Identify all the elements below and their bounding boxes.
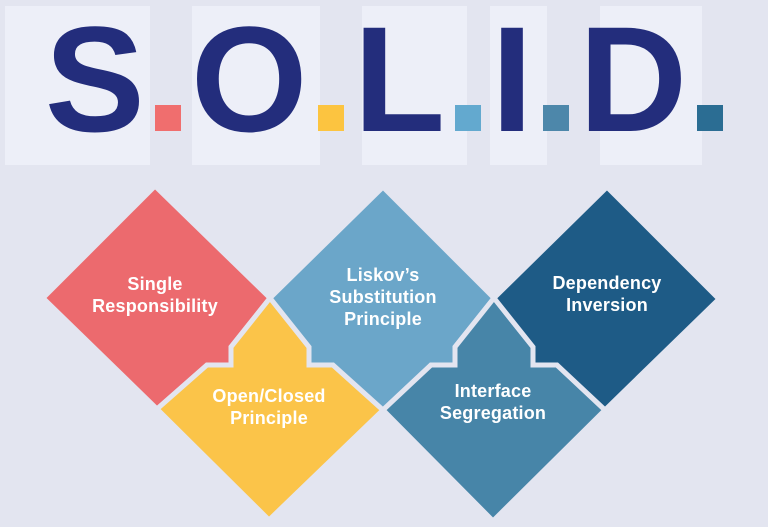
title-background-panel xyxy=(362,6,467,165)
title-letter-s: S xyxy=(44,0,145,163)
title-letter-l: L xyxy=(353,0,446,163)
label-open-closed: Open/Closed Principle xyxy=(212,386,326,428)
title-period-square-red xyxy=(154,105,181,131)
title-period-square-lightblue xyxy=(455,105,482,131)
title-background-panel xyxy=(600,6,702,165)
title-letter-i: I xyxy=(491,0,533,163)
label-dependency-inversion: Dependency Inversion xyxy=(552,273,662,315)
title-background-panel xyxy=(192,6,320,165)
title-period-square-yellow xyxy=(317,105,344,131)
title-background-panel xyxy=(5,6,150,165)
title-letter-d: D xyxy=(578,0,688,163)
diamond-dependency-inversion xyxy=(490,183,723,414)
label-interface-segregation: Interface Segregation xyxy=(439,381,547,423)
page-title: S O L I D xyxy=(0,4,768,154)
title-background-panel xyxy=(490,6,547,165)
label-single-responsibility: Single Responsibility xyxy=(92,274,218,316)
label-liskov-substitution: Liskov’s Substitution Principle xyxy=(329,265,437,329)
title-period-square-darkblue xyxy=(697,105,724,131)
title-letter-o: O xyxy=(190,0,308,163)
title-period-square-steelblue xyxy=(542,105,569,131)
